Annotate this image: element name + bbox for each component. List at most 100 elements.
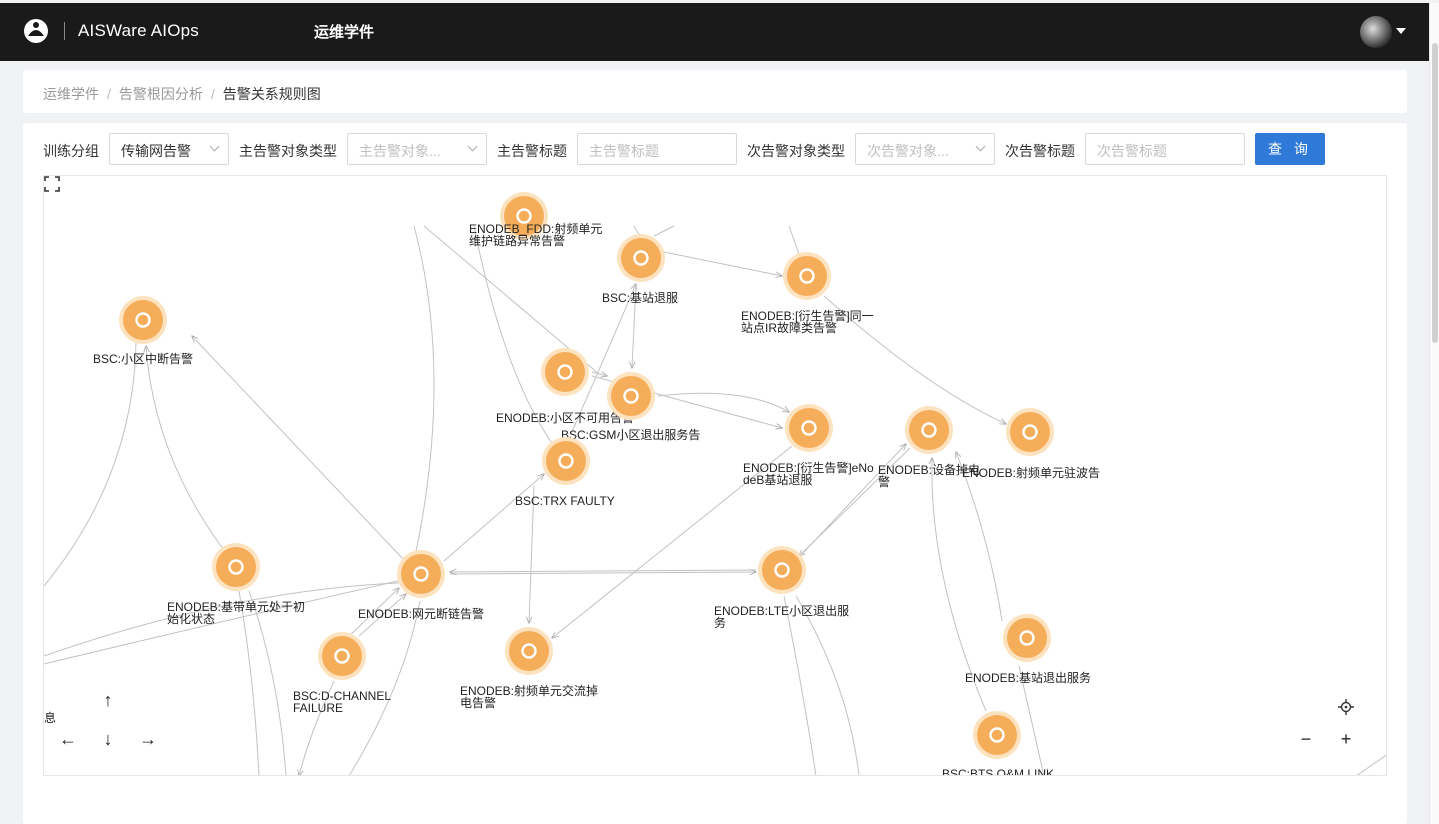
pan-down-button[interactable]: ↓	[103, 729, 113, 749]
graph-edge[interactable]	[349, 600, 421, 776]
node-label: ENODEB:小区不可用告警	[496, 410, 634, 425]
graph-edge[interactable]	[358, 594, 406, 637]
scrollbar-thumb[interactable]	[1432, 43, 1438, 343]
graph-edge[interactable]	[443, 474, 544, 562]
graph-edge[interactable]	[632, 283, 637, 368]
graph-edge[interactable]	[783, 595, 817, 776]
graph-edge[interactable]	[248, 590, 287, 776]
graph-edge[interactable]	[799, 447, 911, 556]
node-label: ENODEB:网元断链告警	[358, 606, 484, 621]
graph-edge[interactable]	[44, 581, 425, 657]
graph-edge[interactable]	[823, 295, 1006, 424]
graph-node[interactable]: BSC:TRX FAULTY	[515, 437, 615, 508]
pan-right-button[interactable]: →	[139, 729, 157, 749]
graph-edge[interactable]	[1018, 665, 1044, 776]
graph-edge[interactable]	[450, 570, 757, 572]
node-circle[interactable]	[909, 410, 949, 450]
nav-item-ops-learning[interactable]: 运维学件	[314, 24, 375, 41]
graph-edge[interactable]	[552, 445, 793, 638]
graph-edge[interactable]	[795, 595, 860, 776]
graph-node[interactable]: BSC:小区中断告警	[93, 296, 193, 366]
graph-edge[interactable]	[238, 590, 260, 776]
pan-up-button[interactable]: ↑	[103, 690, 113, 710]
pan-left-button[interactable]: ←	[59, 729, 77, 749]
graph-edge[interactable]	[1356, 754, 1387, 776]
node-circle[interactable]	[504, 196, 544, 236]
node-circle[interactable]	[611, 376, 651, 416]
zoom-in-button[interactable]: +	[1340, 729, 1352, 749]
node-ring-icon	[516, 208, 532, 224]
node-circle[interactable]	[621, 238, 661, 278]
node-circle[interactable]	[322, 636, 362, 676]
graph-node[interactable]: BSC:基站退服	[602, 234, 678, 305]
graph-node[interactable]: ENODEB:射频单元驻波告	[962, 408, 1100, 480]
graph-edge[interactable]	[413, 225, 435, 562]
sub-title-input[interactable]: 次告警标题	[1085, 133, 1245, 165]
graph-edge[interactable]	[343, 588, 399, 642]
breadcrumb-item-ops-learning[interactable]: 运维学件	[43, 86, 99, 102]
brand-name[interactable]: AISWare AIOps	[78, 21, 200, 40]
main-title-input[interactable]: 主告警标题	[577, 133, 737, 165]
node-ring-icon	[1022, 424, 1038, 440]
main-type-select[interactable]: 主告警对象...	[347, 133, 487, 165]
graph-edge[interactable]	[299, 680, 335, 776]
sub-type-select[interactable]: 次告警对象...	[855, 133, 995, 165]
graph-edge[interactable]	[44, 340, 137, 587]
node-circle[interactable]	[787, 256, 827, 296]
graph-edge[interactable]	[449, 572, 756, 574]
graph-edge[interactable]	[653, 225, 675, 237]
zoom-out-button[interactable]: −	[1300, 729, 1312, 749]
group-select[interactable]: 传输网告警	[109, 133, 229, 165]
graph-edge[interactable]	[932, 458, 987, 712]
graph-node[interactable]: ENODEB:网元断链告警	[358, 550, 484, 621]
node-circle[interactable]	[123, 300, 163, 340]
graph-node[interactable]: BSC:GSM小区退出服务告	[561, 372, 700, 442]
page-scrollbar[interactable]	[1429, 3, 1439, 824]
breadcrumb-item-current: 告警关系规则图	[222, 86, 321, 102]
graph-edge[interactable]	[591, 372, 607, 376]
fullscreen-icon[interactable]	[44, 176, 60, 192]
node-ring-icon	[989, 727, 1005, 743]
node-circle[interactable]	[977, 715, 1017, 755]
sub-title-placeholder: 次告警标题	[1097, 143, 1167, 159]
node-circle[interactable]	[216, 547, 256, 587]
graph-node[interactable]: ENODEB:基站退出服务	[965, 614, 1091, 685]
node-circle[interactable]	[401, 554, 441, 594]
graph-edge[interactable]	[570, 284, 636, 435]
query-button[interactable]: 查 询	[1255, 133, 1325, 165]
node-circle[interactable]	[1010, 412, 1050, 452]
node-circle[interactable]	[762, 550, 802, 590]
graph-edge[interactable]	[788, 225, 800, 255]
node-circle[interactable]	[789, 408, 829, 448]
graph-edge[interactable]	[473, 225, 555, 447]
node-circle[interactable]	[509, 631, 549, 671]
aisware-logo-icon[interactable]	[22, 17, 50, 45]
node-circle[interactable]	[545, 352, 585, 392]
graph-node[interactable]: BSC:BTS O&M LINK	[942, 711, 1054, 776]
graph-edge[interactable]	[529, 485, 535, 623]
chevron-down-icon[interactable]	[1396, 28, 1406, 34]
graph-edge[interactable]	[657, 392, 789, 412]
graph-edge[interactable]	[44, 580, 399, 665]
graph-edge[interactable]	[663, 251, 782, 276]
graph-node[interactable]: ENODEB:小区不可用告警	[496, 348, 634, 425]
graph-edge[interactable]	[956, 452, 1003, 622]
graph-edge[interactable]	[192, 336, 405, 561]
node-circle[interactable]	[1007, 618, 1047, 658]
locate-icon[interactable]	[1338, 699, 1354, 715]
breadcrumb-item-root-cause[interactable]: 告警根因分析	[118, 86, 203, 102]
node-circle[interactable]	[546, 441, 586, 481]
group-select-value: 传输网告警	[121, 143, 191, 159]
user-avatar-icon[interactable]	[1360, 16, 1392, 48]
graph-edge[interactable]	[146, 346, 225, 551]
